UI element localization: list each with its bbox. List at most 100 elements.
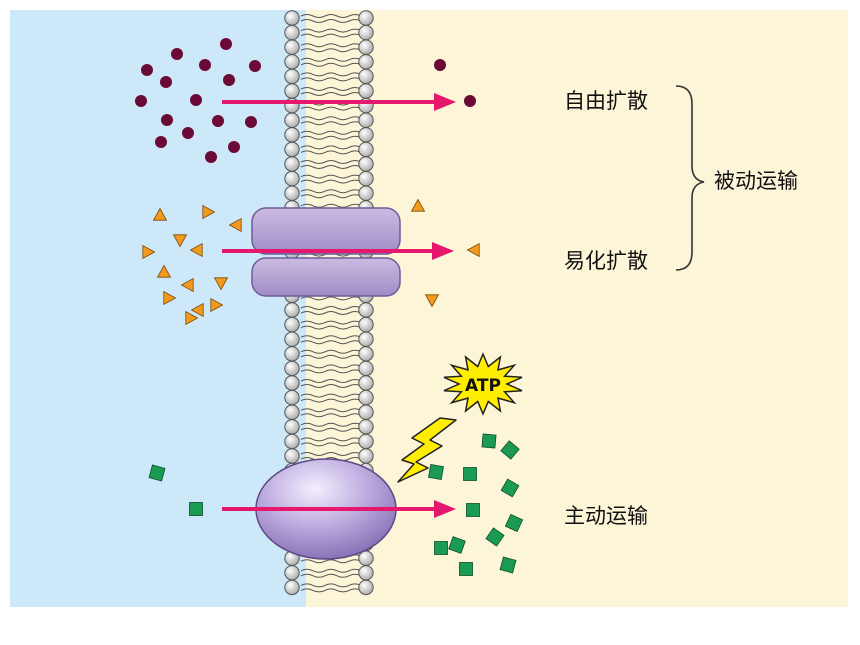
circle-molecule-icon (223, 74, 235, 86)
arrow-active-transport (222, 500, 456, 518)
square-molecule-icon (500, 440, 520, 460)
lipid-head (284, 39, 300, 55)
square-molecule-icon (466, 503, 480, 517)
lipid-head (358, 127, 374, 143)
lipid-head (284, 170, 300, 187)
circle-molecule-icon (141, 64, 153, 76)
triangle-molecule-icon (156, 264, 172, 278)
square-molecule-icon (485, 527, 505, 547)
square-molecule-icon (500, 478, 520, 498)
transport-arrows (222, 93, 456, 518)
lipid-head (284, 24, 300, 41)
label-active-transport: 主动运输 (564, 504, 648, 528)
lipid-head (358, 360, 374, 377)
triangle-molecule-icon (213, 277, 229, 291)
circle-molecule-icon (190, 94, 202, 106)
lipid-head (358, 83, 374, 99)
triangle-molecule-icon (228, 217, 242, 233)
lipid-head (284, 10, 300, 26)
square-molecule-icon (448, 536, 466, 554)
circle-molecule-icon (182, 127, 194, 139)
lipid-head (358, 156, 374, 172)
lipid-head (284, 448, 300, 464)
lipid-head (284, 156, 300, 172)
circle-molecule-icon (171, 48, 183, 60)
triangle-molecule-icon (152, 207, 168, 221)
lipid-head (358, 68, 374, 85)
circle-molecule-icon (135, 95, 147, 107)
triangle-molecules (142, 198, 480, 326)
arrow-simple-diffusion (222, 93, 456, 111)
lipid-head (284, 433, 300, 450)
lipid-head (358, 404, 374, 420)
triangle-molecule-icon (142, 244, 156, 260)
lipid-head (284, 83, 300, 99)
lipid-head (284, 68, 300, 85)
circle-molecule-icon (212, 115, 224, 127)
lipid-head (358, 448, 374, 464)
lipid-head (284, 302, 300, 318)
atp-starburst-icon: ATP (443, 352, 523, 416)
lipid-head (358, 170, 374, 187)
channel-protein (251, 207, 401, 297)
lipid-head (358, 579, 374, 596)
lipid-head (358, 54, 374, 70)
triangle-molecule-icon (185, 310, 199, 326)
atp-label: ATP (465, 376, 501, 396)
circle-molecule-icon (199, 59, 211, 71)
lipid-head (358, 346, 374, 362)
triangle-molecule-icon (210, 297, 224, 313)
square-molecule-icon (148, 464, 166, 482)
circle-molecule-icon (249, 60, 261, 72)
lipid-head (358, 24, 374, 41)
lipid-head (284, 375, 300, 391)
lipid-head (284, 360, 300, 377)
square-molecule-icon (463, 467, 477, 481)
lipid-head (284, 54, 300, 70)
square-molecule-icon (481, 433, 497, 449)
square-molecule-icon (189, 502, 203, 516)
lipid-head (358, 10, 374, 26)
circle-molecule-icon (434, 59, 446, 71)
triangle-molecule-icon (190, 302, 204, 318)
square-molecule-icon (504, 513, 524, 533)
circle-molecule-icon (160, 76, 172, 88)
lipid-head (284, 579, 300, 596)
lipid-head (284, 112, 300, 128)
lightning-bolt-icon (397, 417, 457, 483)
lipid-head (358, 565, 374, 581)
channel-protein-lower (251, 257, 401, 297)
label-facilitated-diffusion: 易化扩散 (564, 249, 648, 273)
square-molecule-icon (428, 464, 444, 480)
lipid-head (358, 375, 374, 391)
lipid-head (284, 331, 300, 347)
lipid-head (284, 419, 300, 435)
circle-molecules (135, 38, 476, 163)
lipid-head (284, 404, 300, 420)
channel-protein-upper (251, 207, 401, 255)
label-passive-transport: 被动运输 (714, 169, 798, 193)
lipid-head (358, 185, 374, 201)
circle-molecule-icon (464, 95, 476, 107)
lipid-head (358, 331, 374, 347)
lipid-head (358, 433, 374, 450)
triangle-molecule-icon (410, 198, 426, 212)
lipid-head (284, 346, 300, 362)
triangle-molecule-icon (424, 294, 440, 308)
circle-molecule-icon (228, 141, 240, 153)
lipid-head (284, 316, 300, 333)
triangle-molecule-icon (172, 234, 188, 248)
circle-molecule-icon (161, 114, 173, 126)
label-simple-diffusion: 自由扩散 (564, 89, 648, 113)
lipid-head (358, 141, 374, 158)
square-molecules (148, 433, 524, 576)
triangle-molecule-icon (180, 277, 194, 293)
arrow-facilitated-diffusion (222, 242, 454, 260)
lipid-head (358, 112, 374, 128)
lipid-head (358, 419, 374, 435)
triangle-molecule-icon (466, 242, 480, 258)
lipid-head (284, 389, 300, 406)
triangle-molecule-icon (163, 290, 177, 306)
circle-molecule-icon (205, 151, 217, 163)
